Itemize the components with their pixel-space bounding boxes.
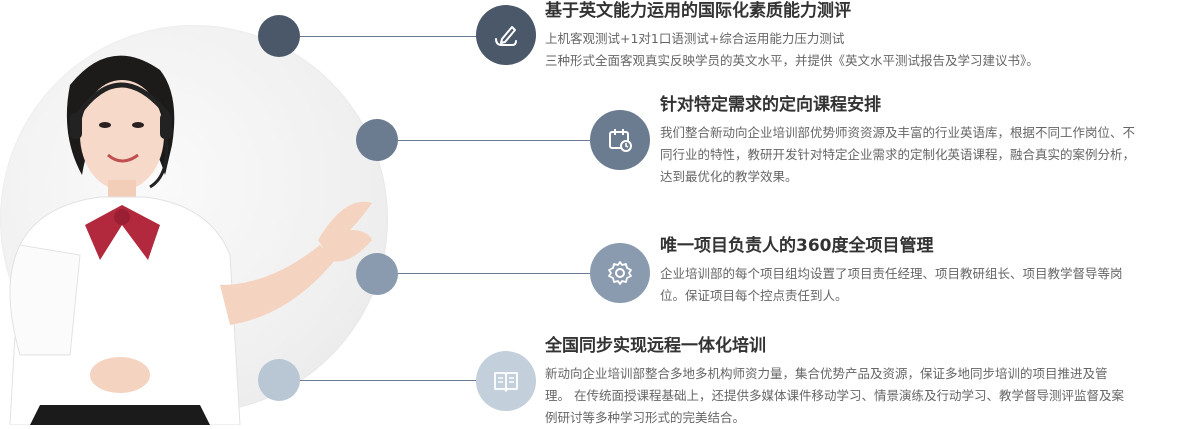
feature-icon-1	[476, 5, 536, 65]
feature-description: 新动向企业培训部整合多地多机构师资力量，集合优势产品及资源，保证多地同步培训的项…	[545, 363, 1195, 429]
feature-block-3: 唯一项目负责人的360度全项目管理 企业培训部的每个项目组均设置了项目责任经理、…	[660, 235, 1195, 307]
description-line: 企业培训部的每个项目组均设置了项目责任经理、项目教研组长、项目教学督导等岗	[660, 266, 1123, 281]
feature-icon-3	[590, 243, 650, 303]
calendar-clock-icon	[609, 129, 632, 152]
feature-icon-2	[590, 110, 650, 170]
description-line: 新动向企业培训部整合多地多机构师资力量，集合优势产品及资源，保证多地同步培训的项…	[545, 366, 1108, 381]
feature-block-2: 针对特定需求的定向课程安排 我们整合新动向企业培训部优势师资资源及丰富的行业英语…	[660, 94, 1195, 188]
feature-description: 我们整合新动向企业培训部优势师资资源及丰富的行业英语库，根据不同工作岗位、不 同…	[660, 122, 1195, 188]
feature-title: 基于英文能力运用的国际化素质能力测评	[545, 1, 851, 21]
feature-title: 唯一项目负责人的360度全项目管理	[660, 236, 934, 256]
description-line: 我们整合新动向企业培训部优势师资资源及丰富的行业英语库，根据不同工作岗位、不	[660, 125, 1136, 140]
feature-title: 针对特定需求的定向课程安排	[660, 95, 881, 115]
pen-edit-icon	[495, 26, 517, 46]
description-line: 位。保证项目每个控点责任到人。	[660, 288, 848, 303]
marker-dot-2	[356, 119, 398, 161]
feature-icon-4	[476, 351, 536, 411]
description-line: 三种形式全面客观真实反映学员的英文水平，并提供《英文水平测试报告及学习建议书》。	[545, 53, 1039, 68]
description-line: 理。 在传统面授课程基础上，还提供多媒体课件移动学习、情景演练及行动学习、教学督…	[545, 388, 1124, 403]
connector-line-2	[398, 140, 590, 141]
feature-title: 全国同步实现远程一体化培训	[545, 336, 766, 356]
customer-service-person-image	[0, 25, 388, 425]
connector-line-3	[398, 273, 590, 274]
connector-line-4	[300, 380, 476, 381]
connector-line-1	[300, 36, 478, 37]
gear-icon	[608, 261, 632, 285]
description-line: 例研讨等多种学习形式的完美结合。	[545, 410, 746, 425]
feature-block-4: 全国同步实现远程一体化培训 新动向企业培训部整合多地多机构师资力量，集合优势产品…	[545, 335, 1195, 429]
feature-description: 上机客观测试+1对1口语测试+综合运用能力压力测试 三种形式全面客观真实反映学员…	[545, 28, 1195, 72]
description-line: 同行业的特性，教研开发针对特定企业需求的定制化英语课程，融合真实的案例分析，	[660, 147, 1136, 162]
marker-dot-3	[356, 253, 398, 295]
book-icon	[494, 372, 518, 392]
marker-dot-1	[258, 15, 300, 57]
description-line: 上机客观测试+1对1口语测试+综合运用能力压力测试	[545, 31, 845, 46]
feature-description: 企业培训部的每个项目组均设置了项目责任经理、项目教研组长、项目教学督导等岗 位。…	[660, 263, 1195, 307]
marker-dot-4	[258, 359, 300, 401]
feature-block-1: 基于英文能力运用的国际化素质能力测评 上机客观测试+1对1口语测试+综合运用能力…	[545, 0, 1195, 72]
description-line: 达到最优化的教学效果。	[660, 169, 798, 184]
